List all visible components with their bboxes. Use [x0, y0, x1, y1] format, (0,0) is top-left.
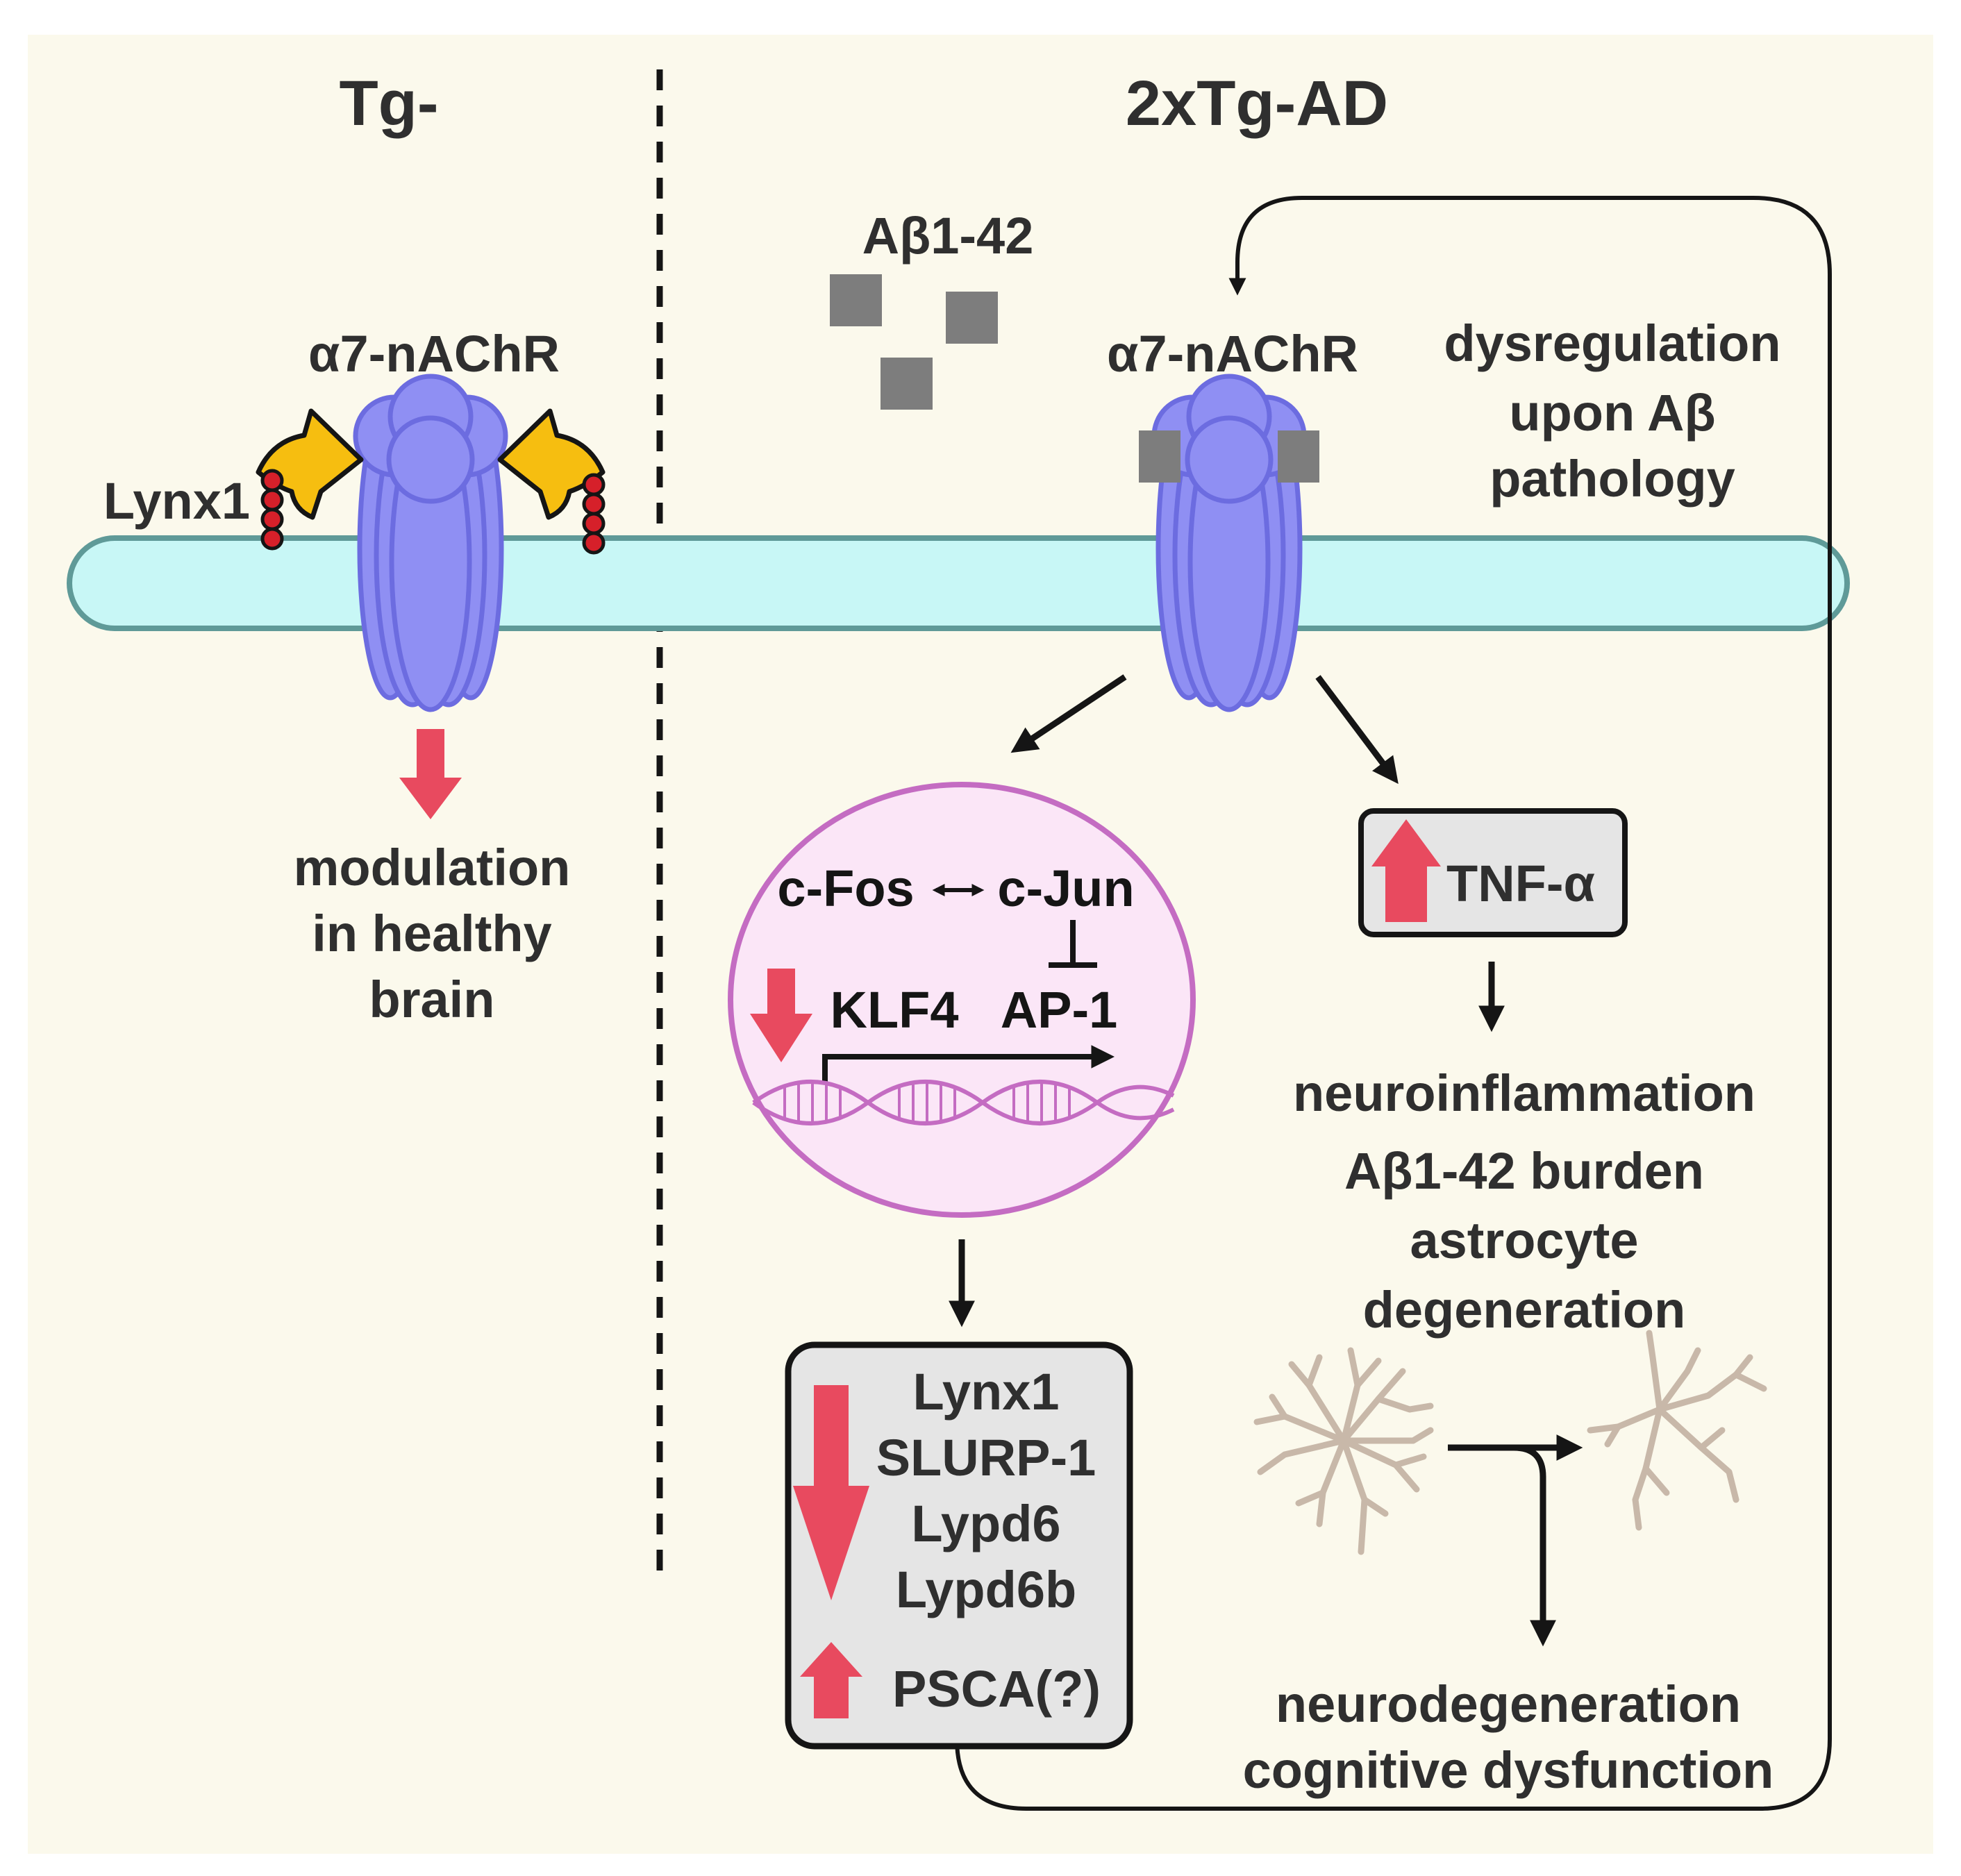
cfos-label: c-Fos	[777, 860, 914, 917]
klf4-label: KLF4	[831, 981, 959, 1039]
dysregulation-text-line3: pathology	[1489, 450, 1735, 508]
arrow-to-nucleus	[1010, 674, 1127, 753]
healthy-astrocyte	[1253, 1347, 1434, 1555]
gene-lynx1: Lynx1	[912, 1363, 1059, 1421]
dna-helix	[752, 1080, 1175, 1125]
inhibition-bar	[1049, 920, 1097, 968]
abeta-label: Aβ1-42	[862, 207, 1034, 265]
down-arrow-modulation	[399, 729, 462, 819]
lynx1-label: Lynx1	[103, 472, 250, 530]
down-arrow-klf4	[750, 969, 812, 1062]
gene-psca: PSCA(?)	[892, 1660, 1101, 1718]
outcome-line2: cognitive dysfunction	[1243, 1741, 1774, 1799]
degenerated-astrocyte	[1587, 1330, 1767, 1531]
alpha7-nachr-receptor-left	[353, 374, 508, 712]
gene-lypd6b: Lypd6b	[896, 1561, 1076, 1618]
feedback-loop-arrow	[955, 196, 1832, 1811]
abeta-bound-right	[1278, 430, 1319, 483]
alpha7-nachr-label-left: α7-nAChR	[308, 325, 560, 383]
abeta-bound-left	[1139, 430, 1180, 483]
transcription-start-arrow	[822, 1045, 1115, 1083]
effects-line4: degeneration	[1363, 1281, 1686, 1339]
tnf-alpha-label: TNF-α	[1446, 855, 1595, 912]
outcome-line1: neurodegeneration	[1276, 1675, 1741, 1733]
modulation-text-line1: modulation	[294, 839, 571, 896]
gene-slurp1: SLURP-1	[876, 1429, 1096, 1486]
nucleus	[728, 782, 1196, 1218]
alpha7-nachr-label-right: α7-nAChR	[1107, 325, 1358, 383]
title-2xtg-ad: 2xTg-AD	[1126, 68, 1388, 139]
title-tg-minus: Tg-	[339, 68, 438, 139]
effects-line2: Aβ1-42 burden	[1344, 1142, 1704, 1200]
effects-line1: neuroinflammation	[1293, 1064, 1755, 1122]
gene-lypd6: Lypd6	[911, 1495, 1060, 1552]
cjun-label: c-Jun	[997, 860, 1134, 917]
up-arrow-psca	[800, 1642, 862, 1718]
gpi-anchor-beads-right	[582, 473, 606, 555]
arrow-to-tnf	[1315, 675, 1399, 785]
ly6-genes-box	[785, 1341, 1133, 1750]
cell-membrane	[67, 535, 1850, 631]
modulation-text-line3: brain	[369, 971, 495, 1028]
alpha7-nachr-receptor-right	[1151, 374, 1307, 712]
dysregulation-text-line2: upon Aβ	[1509, 384, 1715, 442]
effects-line3: astrocyte	[1410, 1212, 1638, 1269]
abeta-aggregates	[830, 274, 998, 410]
dysregulation-text-line1: dysregulation	[1444, 315, 1780, 372]
modulation-text-line2: in healthy	[312, 905, 551, 962]
ap1-label: AP-1	[1001, 981, 1118, 1039]
gpi-anchor-beads-left	[260, 469, 284, 551]
down-arrow-ly6-genes	[793, 1385, 869, 1600]
up-arrow-tnf	[1371, 819, 1441, 922]
